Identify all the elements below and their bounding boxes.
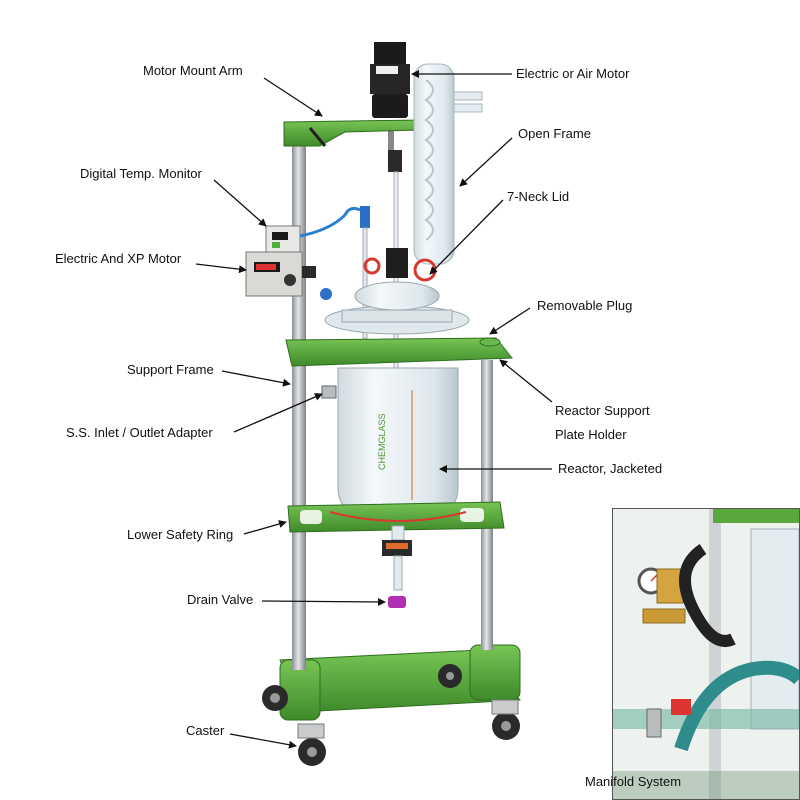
jacketed-reactor-vessel: CHEMGLASS [321, 367, 459, 527]
arrow-seven-neck-lid [429, 199, 504, 275]
label-support-frame: Support Frame [127, 362, 214, 377]
condenser [413, 63, 483, 265]
label-manifold-system: Manifold System [585, 774, 682, 789]
reactor-support-plate [285, 337, 514, 367]
label-reactor-support-line2: Plate Holder [555, 427, 627, 442]
arrow-temp-monitor [213, 179, 267, 227]
motor-mount-arm [283, 119, 421, 147]
label-electric-or-air-motor: Electric or Air Motor [516, 66, 630, 81]
label-ss-inlet-outlet-adapter: S.S. Inlet / Outlet Adapter [66, 425, 213, 440]
caster-wheels [262, 664, 520, 766]
arrow-xp-motor [195, 263, 247, 274]
drain-valve [382, 525, 412, 608]
leader-lines [195, 70, 553, 749]
arrow-removable-plug [489, 307, 531, 335]
arrow-caster [229, 733, 297, 749]
arrow-lower-safety-ring [243, 520, 287, 535]
label-caster: Caster [186, 723, 225, 738]
label-reactor-jacketed: Reactor, Jacketed [558, 461, 663, 476]
xp-motor-controller [245, 251, 332, 300]
arrow-inlet-outlet [233, 393, 323, 433]
arrow-drain-valve [261, 597, 386, 606]
label-reactor-support-line1: Reactor Support [555, 403, 650, 418]
temperature-probe-cable [299, 206, 370, 339]
label-seven-neck-lid: 7-Neck Lid [507, 189, 570, 204]
label-removable-plug: Removable Plug [537, 298, 633, 313]
label-drain-valve: Drain Valve [187, 592, 254, 607]
seven-neck-lid [324, 248, 470, 335]
label-digital-temp-monitor: Digital Temp. Monitor [80, 166, 202, 181]
manifold-illustration [613, 509, 799, 799]
arrow-support-plate-holder [499, 359, 553, 403]
label-open-frame: Open Frame [518, 126, 591, 141]
arrow-support-frame [221, 370, 291, 387]
base-frame [279, 644, 521, 721]
label-lower-safety-ring: Lower Safety Ring [127, 527, 234, 542]
lower-safety-ring [287, 501, 505, 533]
manifold-system-inset [612, 508, 800, 800]
arrow-open-frame [459, 137, 513, 187]
label-motor-mount-arm: Motor Mount Arm [143, 63, 243, 78]
temp-monitor [265, 225, 301, 255]
svg-text:CHEMGLASS: CHEMGLASS [377, 413, 387, 470]
arrow-motor-mount-arm [263, 77, 323, 117]
label-electric-and-xp-motor: Electric And XP Motor [55, 251, 182, 266]
